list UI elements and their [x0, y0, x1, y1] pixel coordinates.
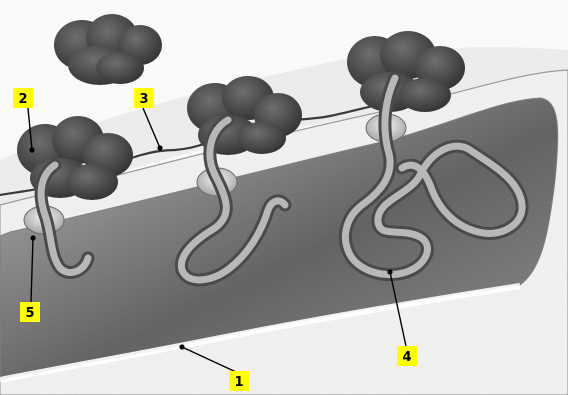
leader-dot-4	[387, 269, 392, 274]
svg-text:2: 2	[18, 92, 27, 107]
label-3: 3	[134, 88, 154, 108]
svg-text:3: 3	[139, 92, 148, 107]
label-4: 4	[397, 346, 417, 366]
leader-dot-3	[157, 145, 162, 150]
leader-dot-1	[179, 344, 184, 349]
leader-dot-2	[29, 147, 34, 152]
leader-dot-5	[30, 235, 35, 240]
label-2: 2	[13, 88, 33, 108]
svg-text:1: 1	[234, 375, 243, 390]
svg-text:5: 5	[25, 306, 34, 321]
svg-text:4: 4	[402, 350, 411, 365]
label-5: 5	[20, 302, 40, 322]
label-1: 1	[229, 371, 249, 391]
